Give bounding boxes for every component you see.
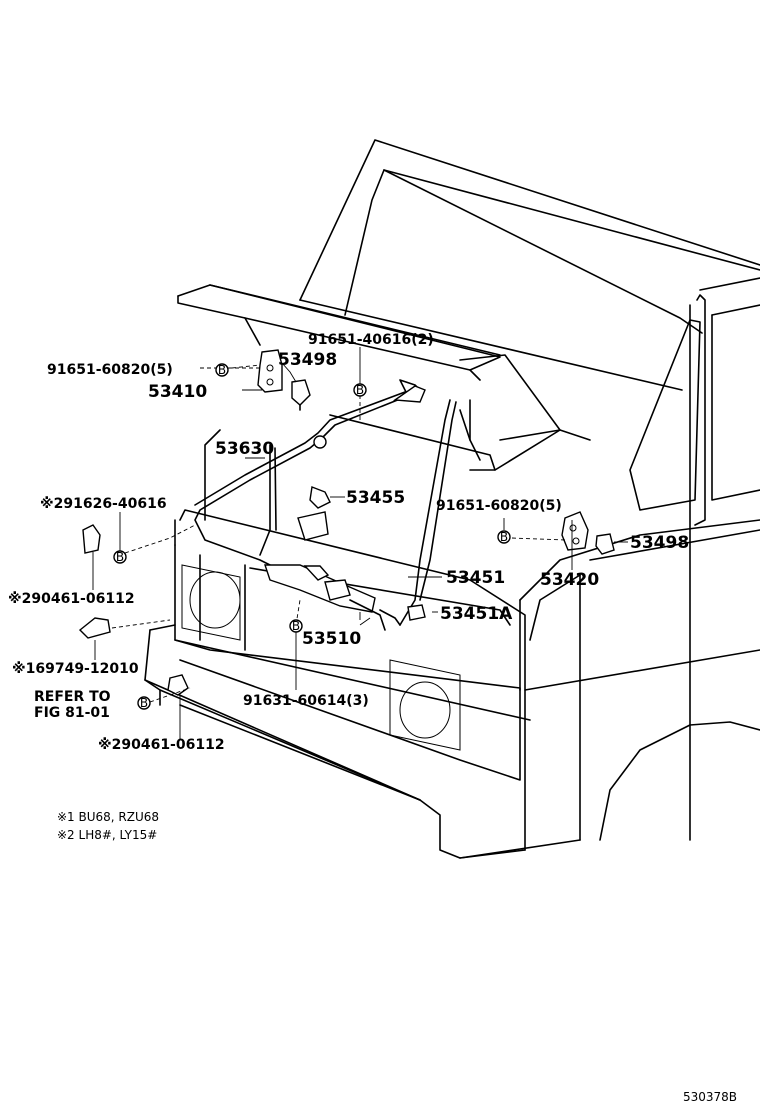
callout-91651-60820-right: 91651-60820(5) bbox=[436, 498, 562, 514]
callout-53451: 53451 bbox=[446, 568, 505, 588]
callout-53410: 53410 bbox=[148, 382, 207, 402]
hood-stopper-left-53498 bbox=[291, 379, 311, 406]
callout-labels: 91651-60820(5) 91651-40616(2) 53498 5341… bbox=[8, 332, 689, 753]
callout-53420: 53420 bbox=[540, 570, 599, 590]
bolt-marker-icon: B bbox=[353, 383, 367, 397]
footnotes: ※1 BU68, RZU68 ※2 LH8#, LY15# bbox=[57, 810, 159, 842]
callout-91631-60614: 91631-60614(3) bbox=[243, 693, 369, 709]
callout-53455: 53455 bbox=[346, 488, 405, 508]
bolt-marker-icon: B bbox=[113, 550, 127, 564]
bolt-marker-icon: B bbox=[137, 696, 151, 710]
bolt-marker-label: B bbox=[356, 383, 364, 397]
callout-69749-12010: ※169749-12010 bbox=[12, 661, 139, 677]
hood-lock-assembly bbox=[264, 564, 401, 631]
small-bracket-parts bbox=[78, 385, 426, 696]
callout-53498-left: 53498 bbox=[278, 350, 337, 370]
bolt-marker-label: B bbox=[500, 530, 508, 544]
bolt-marker-icon: B bbox=[215, 363, 229, 377]
hood-lock-bracket-53455 bbox=[297, 486, 331, 541]
bolt-marker-label: B bbox=[140, 696, 148, 710]
callout-53451A: 53451A bbox=[440, 604, 513, 624]
callout-53510: 53510 bbox=[302, 629, 361, 649]
refer-to-line1: REFER TO bbox=[34, 689, 111, 705]
cab-body-outline bbox=[144, 139, 760, 859]
callout-91651-40616: 91651-40616(2) bbox=[308, 332, 434, 348]
support-rod-cushion-53451A bbox=[407, 604, 426, 621]
bolt-marker-label: B bbox=[116, 550, 124, 564]
callout-90461-06112-a: ※290461-06112 bbox=[8, 591, 135, 607]
bolt-marker-icon: B bbox=[497, 530, 511, 544]
bolt-marker-label: B bbox=[218, 363, 226, 377]
refer-to-line2: FIG 81-01 bbox=[34, 705, 110, 721]
note-2: ※2 LH8#, LY15# bbox=[57, 828, 157, 842]
hood-hinge-right bbox=[561, 511, 589, 551]
hood-stopper-right-53498 bbox=[595, 533, 615, 555]
callout-53630: 53630 bbox=[215, 439, 274, 459]
figure-code: 530378B bbox=[683, 1090, 737, 1104]
callout-90461-06112-b: ※290461-06112 bbox=[98, 737, 225, 753]
callout-91626-40616: ※291626-40616 bbox=[40, 496, 167, 512]
bolt-marker-icons: B B B B B B bbox=[113, 363, 511, 710]
note-1: ※1 BU68, RZU68 bbox=[57, 810, 159, 824]
callout-53498-right: 53498 bbox=[630, 533, 689, 553]
callout-91651-60820-left: 91651-60820(5) bbox=[47, 362, 173, 378]
bolt-marker-label: B bbox=[292, 619, 300, 633]
bolt-marker-icon: B bbox=[289, 619, 303, 633]
